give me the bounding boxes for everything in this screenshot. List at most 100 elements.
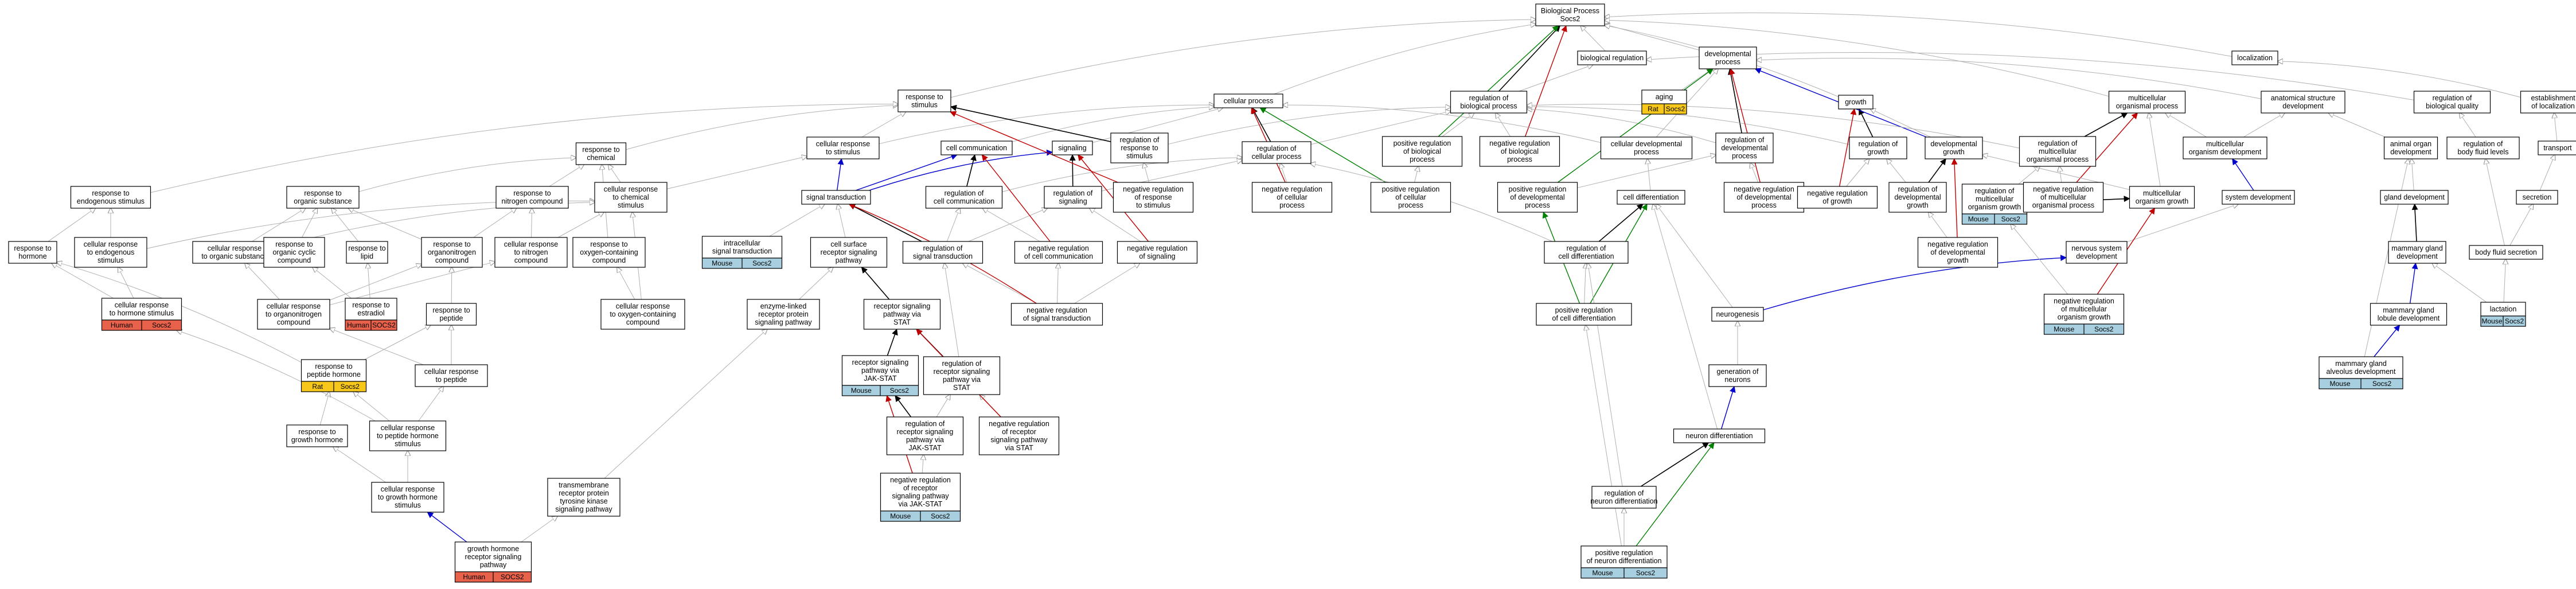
node-cellcomm[interactable]: cell communication — [940, 141, 1013, 155]
node-bioreg[interactable]: biological regulation — [1577, 50, 1647, 65]
node-celldiff[interactable]: cell differentiation — [1617, 190, 1685, 205]
node-secretion[interactable]: secretion — [2516, 190, 2558, 205]
node-localization[interactable]: localization — [2231, 50, 2278, 65]
node-transport[interactable]: transport — [2538, 141, 2576, 155]
node-bodyfluidsec[interactable]: body fluid secretion — [2469, 245, 2543, 260]
node-growth[interactable]: growth — [1838, 95, 1874, 110]
node-neurondiff[interactable]: neuron differentiation — [1673, 428, 1766, 443]
node-sysdev[interactable]: system development — [2222, 190, 2295, 205]
annotation-species: Mouse — [851, 387, 872, 395]
node-signaling[interactable]: signaling — [1052, 141, 1093, 155]
node-glanddev[interactable]: gland development — [2380, 190, 2449, 205]
node-box — [863, 299, 941, 330]
node-cellproc[interactable]: cellular process — [1213, 93, 1283, 108]
node-sigtrans[interactable]: signal transduction — [801, 190, 871, 205]
node-neurogenesis[interactable]: neurogenesis — [1711, 307, 1764, 322]
